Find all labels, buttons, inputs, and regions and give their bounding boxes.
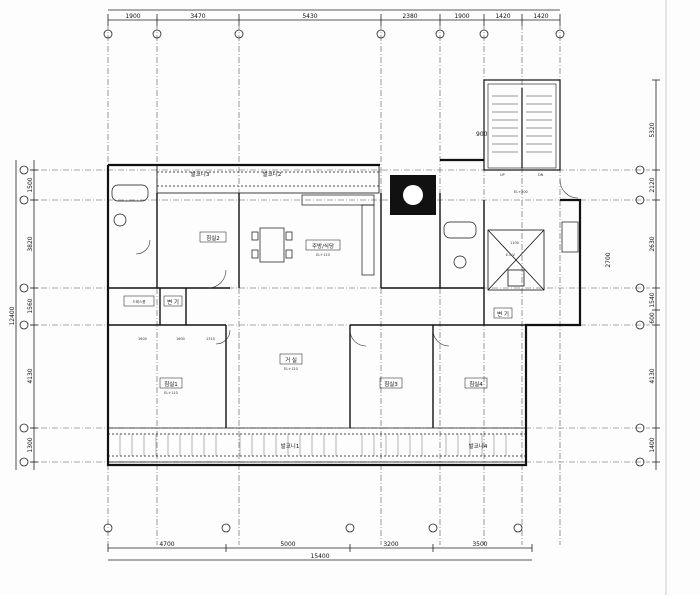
grid-bubbles-left bbox=[19, 165, 29, 467]
level-living: EL+110 bbox=[284, 367, 298, 371]
dim-inner-2: 1600 bbox=[176, 337, 185, 341]
stair-up-label: UP bbox=[500, 173, 505, 177]
dim-left-total: 12400 bbox=[9, 306, 16, 325]
left-dimension-line bbox=[15, 160, 38, 470]
dim-right-6: 4130 bbox=[649, 368, 656, 383]
dim-right-4: 1540 bbox=[649, 292, 656, 307]
dim-inner-3: 1310 bbox=[206, 337, 215, 341]
room-label-living: 거 실 bbox=[285, 356, 297, 364]
dim-left-5: 1300 bbox=[27, 437, 34, 452]
dining-table bbox=[251, 227, 293, 263]
room-label-balcony4: 발코니4 bbox=[469, 442, 488, 450]
room-label-dressroom: 드레스룸 bbox=[133, 299, 147, 304]
dim-bottom-4: 3500 bbox=[472, 541, 487, 548]
dim-top-4: 2380 bbox=[402, 13, 417, 20]
balcony-bottom-hatch bbox=[119, 434, 507, 456]
level-bedroom: EL+110 bbox=[164, 391, 178, 395]
dim-top-6: 1420 bbox=[495, 13, 510, 20]
grid-bubbles-bottom bbox=[103, 523, 523, 533]
dim-right-3: 2630 bbox=[649, 236, 656, 251]
dim-top-1: 1900 bbox=[125, 13, 140, 20]
dim-left-3: 1560 bbox=[27, 298, 34, 313]
duct-circle bbox=[403, 185, 423, 205]
dim-inner-vertical: 2700 bbox=[605, 252, 612, 267]
dim-top-3: 5430 bbox=[302, 13, 317, 20]
dim-bottom-2: 5000 bbox=[280, 541, 295, 548]
stair-core bbox=[483, 79, 561, 171]
grid-bubbles-right bbox=[635, 165, 645, 467]
room-label-bedroom1: 침실1 bbox=[164, 380, 178, 388]
dim-top-2: 3470 bbox=[190, 13, 205, 20]
elevator-dim: 1100 bbox=[510, 241, 519, 245]
dim-inner-1: 1600 bbox=[138, 337, 147, 341]
right-dimension-line bbox=[652, 79, 660, 470]
room-label-dining: 주방/식당 bbox=[312, 242, 334, 250]
dim-bottom-3: 3200 bbox=[383, 541, 398, 548]
grid-bubbles-top bbox=[103, 29, 565, 39]
dim-top-5: 1900 bbox=[454, 13, 469, 20]
room-label-bedroom2: 침실2 bbox=[206, 234, 220, 242]
dim-left-4: 4130 bbox=[27, 368, 34, 383]
balcony-bottom bbox=[107, 427, 527, 463]
room-label-balcony2: 발코니2 bbox=[263, 170, 282, 178]
elevator-label: E.L.V. bbox=[506, 253, 515, 257]
dim-left-2: 3820 bbox=[27, 236, 34, 251]
door-swings bbox=[135, 179, 579, 347]
dim-right-2: 2120 bbox=[649, 177, 656, 192]
interior-walls bbox=[108, 193, 526, 428]
dim-bottom-1: 4700 bbox=[159, 541, 174, 548]
room-label-bath2: 변 기 bbox=[497, 310, 509, 318]
dim-right-5: 600 bbox=[649, 312, 656, 324]
elevator bbox=[487, 229, 545, 291]
room-label-balcony3: 발코니3 bbox=[191, 170, 210, 178]
bottom-dimension-line bbox=[107, 544, 533, 561]
dim-top-7: 1420 bbox=[533, 13, 548, 20]
room-labels: 침실2 주방/식당 EL+110 거 실 EL+110 침실1 EL+110 침… bbox=[123, 170, 513, 450]
dim-stair: 900 bbox=[476, 131, 488, 138]
room-label-bath1: 변 기 bbox=[167, 298, 179, 306]
dim-bottom-total: 15400 bbox=[310, 553, 329, 560]
stair-down-label: DN bbox=[538, 173, 544, 177]
dim-left-1: 1500 bbox=[27, 177, 34, 192]
top-dimension-line bbox=[107, 9, 561, 26]
room-label-balcony1: 발코니1 bbox=[281, 442, 300, 450]
dim-right-7: 1400 bbox=[649, 437, 656, 452]
level-dining: EL+110 bbox=[316, 253, 330, 257]
kitchen-counter bbox=[301, 194, 375, 276]
balcony-top bbox=[156, 164, 380, 194]
bath-fixtures bbox=[111, 184, 579, 269]
stair-treads bbox=[492, 95, 552, 153]
room-label-bedroom4: 침실4 bbox=[469, 380, 483, 388]
dim-right-1: 5320 bbox=[649, 122, 656, 137]
room-label-bedroom3: 침실3 bbox=[384, 380, 398, 388]
stair-level: EL+200 bbox=[514, 190, 528, 194]
